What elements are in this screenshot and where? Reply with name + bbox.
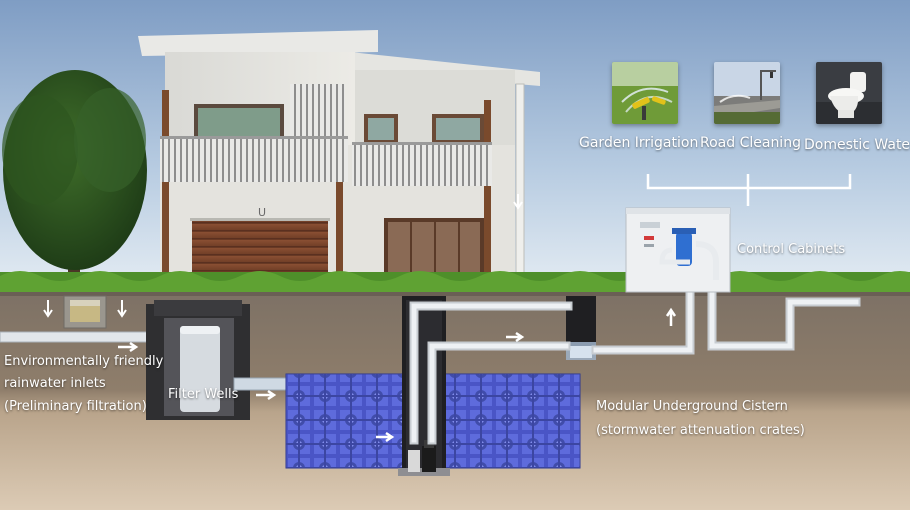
use-label-road-cleaning: Road Cleaning (700, 135, 801, 151)
rainwater-inlet (43, 295, 139, 353)
toilet-icon (816, 62, 882, 124)
cistern-shaft (398, 296, 450, 476)
label-filter-wells: Filter Wells (168, 387, 239, 402)
label-inlets-line3: (Preliminary filtration) (4, 399, 147, 414)
inlet-pipe (0, 331, 151, 343)
uses-bracket (646, 174, 852, 206)
filter-well (146, 300, 250, 420)
domestic-water-photo (816, 62, 882, 124)
label-inlets-line1: Environmentally friendly (4, 354, 164, 369)
well-to-cistern-pipe (233, 377, 295, 391)
house: U (138, 30, 540, 291)
tree (2, 70, 147, 280)
garden-irrigation-photo (612, 62, 678, 124)
sprinkler-icon (612, 62, 678, 124)
use-label-domestic-water: Domestic Water (804, 137, 910, 153)
modular-cistern (285, 373, 581, 469)
label-control-cabinets: Control Cabinets (737, 242, 846, 257)
label-cistern-line1: Modular Underground Cistern (596, 399, 788, 414)
road-cleaning-photo (714, 62, 780, 124)
use-label-garden-irrigation: Garden Irrigation (579, 135, 699, 151)
label-inlets-line2: rainwater inlets (4, 376, 106, 391)
label-cistern-line2: (stormwater attenuation crates) (596, 423, 805, 438)
road-icon (714, 62, 780, 124)
control-cabinet (625, 207, 731, 293)
distribution-pipes (409, 265, 861, 445)
svg-text:U: U (258, 206, 266, 219)
